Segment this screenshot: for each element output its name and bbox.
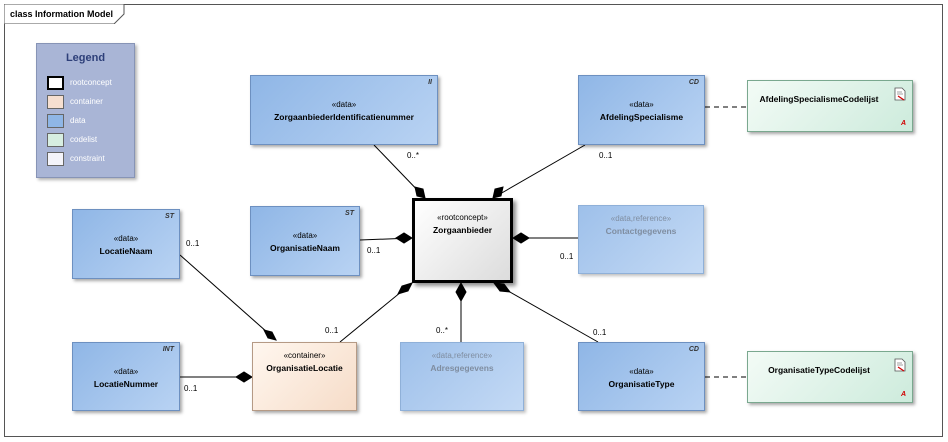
link-afdelingspecialisme [492, 144, 586, 199]
diamond-organisatielocatie [397, 282, 413, 295]
legend-swatch [47, 114, 64, 128]
node-name: OrganisatieNaam [270, 243, 340, 253]
node-name: Adresgegevens [430, 363, 494, 373]
diamond-locatienaam [263, 329, 277, 341]
legend-swatch [47, 152, 64, 166]
mult-identificatienummer: 0..* [407, 151, 420, 160]
diamond-organisatietype [492, 282, 512, 293]
frame-tab [4, 4, 125, 24]
node-afdelingspecialisme[interactable]: CD «data» AfdelingSpecialisme [578, 75, 705, 145]
node-type: CD [688, 346, 699, 353]
node-organisatienaam[interactable]: ST «data» OrganisatieNaam [250, 206, 360, 276]
node-stereotype: «rootconcept» [437, 213, 488, 222]
node-stereotype: «data» [629, 100, 654, 109]
node-contactgegevens[interactable]: «data,reference» Contactgegevens [578, 205, 704, 274]
node-organisatietype[interactable]: CD «data» OrganisatieType [578, 342, 705, 411]
node-stereotype: «data» [113, 367, 139, 376]
legend-label: rootconcept [70, 78, 112, 87]
codelist-icon [894, 87, 906, 101]
mult-afdelingspecialisme: 0..1 [599, 151, 613, 160]
link-locatienaam [179, 254, 277, 341]
legend-label: constraint [70, 154, 105, 163]
legend-swatch [47, 76, 64, 90]
node-name: LocatieNummer [93, 379, 159, 389]
mult-adresgegevens: 0..* [436, 326, 449, 335]
diamond-adresgegevens [455, 281, 467, 303]
node-name: Zorgaanbieder [432, 225, 493, 235]
mult-organisatienaam: 0..1 [367, 246, 381, 255]
node-type: II [428, 79, 432, 86]
node-name: Contactgegevens [605, 226, 677, 236]
node-organisatietype-codelijst[interactable]: OrganisatieTypeCodelijst A [747, 351, 913, 403]
node-stereotype: «data» [113, 234, 139, 243]
mult-locatienummer: 0..1 [184, 384, 198, 393]
mult-locatienaam: 0..1 [186, 239, 200, 248]
node-name: AfdelingSpecialismeCodelijst [759, 94, 879, 104]
diamond-locatienummer [235, 371, 253, 383]
legend-swatch [47, 133, 64, 147]
legend-title: Legend [65, 52, 106, 64]
diamond-organisatienaam [395, 232, 413, 244]
node-type: ST [165, 213, 174, 220]
diamond-contactgegevens [512, 232, 530, 244]
node-name: LocatieNaam [99, 246, 153, 256]
node-stereotype: «data» [629, 367, 654, 376]
node-stereotype: «data,reference» [610, 214, 672, 223]
node-name: OrganisatieTypeCodelijst [768, 365, 870, 375]
node-zorgaanbieder[interactable]: «rootconcept» Zorgaanbieder [412, 198, 513, 283]
node-adresgegevens[interactable]: «data,reference» Adresgegevens [400, 342, 524, 411]
node-type: CD [688, 79, 699, 86]
frame-title: class Information Model [10, 9, 114, 19]
codelist-icon [894, 358, 906, 372]
diamond-identificatienummer [414, 186, 426, 199]
codelist-badge: A [900, 391, 906, 398]
node-zorgaanbieder-identificatienummer[interactable]: II «data» ZorgaanbiederIdentificatienumm… [250, 75, 438, 145]
node-stereotype: «data» [331, 100, 357, 109]
mult-organisatietype: 0..1 [593, 328, 607, 337]
legend-label: container [70, 97, 103, 106]
legend: Legend rootconcept container data codeli… [36, 43, 135, 178]
node-afdelingspecialisme-codelijst[interactable]: AfdelingSpecialismeCodelijst A [747, 80, 913, 132]
node-name: OrganisatieLocatie [266, 363, 343, 373]
node-stereotype: «data,reference» [431, 351, 493, 360]
node-locatienaam[interactable]: ST «data» LocatieNaam [72, 209, 180, 279]
codelist-badge: A [900, 120, 906, 127]
node-locatienummer[interactable]: INT «data» LocatieNummer [72, 342, 180, 411]
mult-organisatielocatie: 0..1 [325, 326, 339, 335]
node-name: AfdelingSpecialisme [599, 112, 684, 122]
node-name: OrganisatieType [608, 379, 675, 389]
legend-label: codelist [70, 135, 98, 144]
node-type: INT [162, 346, 174, 353]
node-organisatielocatie[interactable]: «container» OrganisatieLocatie [252, 342, 357, 411]
link-organisatietype [493, 282, 599, 343]
node-stereotype: «container» [283, 351, 326, 360]
legend-label: data [70, 116, 86, 125]
legend-swatch [47, 95, 64, 109]
node-type: ST [345, 210, 354, 217]
diamond-afdelingspecialisme [492, 186, 504, 199]
node-name: ZorgaanbiederIdentificatienummer [274, 112, 414, 122]
mult-contactgegevens: 0..1 [560, 252, 574, 261]
node-stereotype: «data» [292, 231, 318, 240]
